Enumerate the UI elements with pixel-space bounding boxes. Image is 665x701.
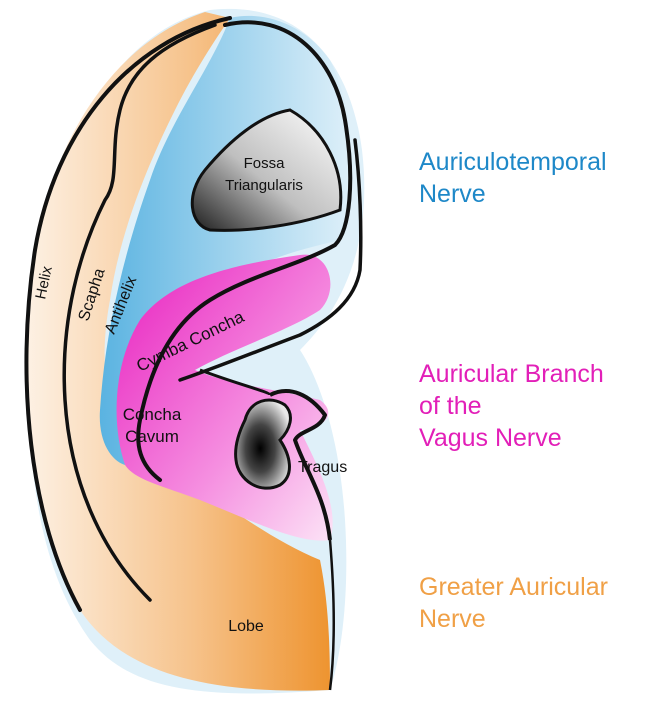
auriculotemporal-line1: Auriculotemporal <box>419 146 607 178</box>
vagus-nerve-label: Auricular Branch of the Vagus Nerve <box>419 358 604 454</box>
label-concha-line2: Cavum <box>125 427 179 446</box>
auriculotemporal-nerve-label: Auriculotemporal Nerve <box>419 146 607 210</box>
vagus-line1: Auricular Branch <box>419 358 604 390</box>
greater-auricular-line1: Greater Auricular <box>419 571 608 603</box>
greater-auricular-line2: Nerve <box>419 603 608 635</box>
label-tragus: Tragus <box>298 459 347 476</box>
vagus-line3: Vagus Nerve <box>419 422 604 454</box>
vagus-line2: of the <box>419 390 604 422</box>
label-concha-line1: Concha <box>123 405 182 424</box>
greater-auricular-nerve-label: Greater Auricular Nerve <box>419 571 608 635</box>
label-lobe: Lobe <box>228 618 264 635</box>
label-fossa-line1: Fossa <box>244 155 286 172</box>
label-fossa-line2: Triangularis <box>225 177 303 194</box>
auriculotemporal-line2: Nerve <box>419 178 607 210</box>
